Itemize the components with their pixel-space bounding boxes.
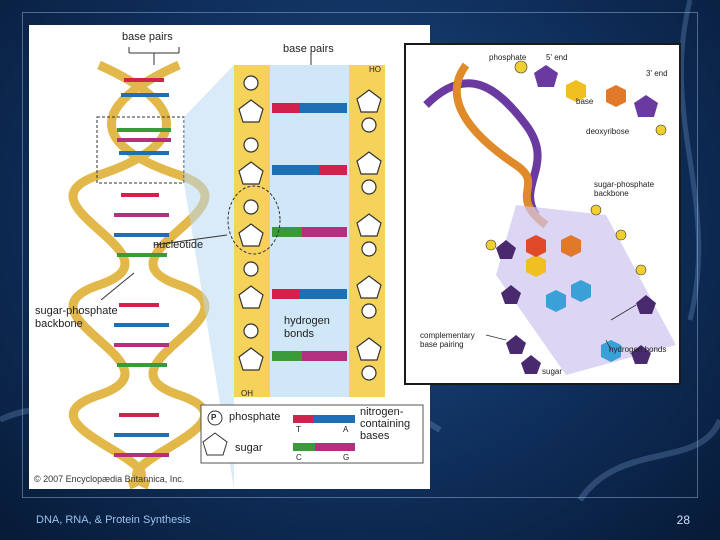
dna-structure-figure: base pairs base pairs nucleotide sugar-p… (29, 25, 430, 490)
legend-a-letter: A (343, 425, 349, 434)
nucleotide-detail (534, 65, 658, 117)
legend-box (200, 404, 424, 464)
legend-c-letter: C (296, 453, 302, 462)
label-ho: HO (369, 65, 381, 74)
copyright-notice: © 2007 Encyclopædia Britannica, Inc. (34, 474, 185, 484)
legend-c-swatch (293, 443, 315, 451)
label-5-end: 5' end (546, 53, 568, 62)
dna-helix-diagram (68, 47, 424, 490)
label-complementary-base-pairing: complementary base pairing (420, 331, 475, 349)
right-pointers (485, 304, 637, 351)
label-base: base (576, 97, 594, 106)
label-phosphate: phosphate (489, 53, 527, 62)
zoom-projection (184, 65, 234, 489)
label-hydrogen-bonds: hydrogen bonds (284, 315, 330, 340)
slide-footer-title: DNA, RNA, & Protein Synthesis (36, 514, 191, 526)
phosphate-sugar-chain (238, 75, 382, 381)
dna-detail-diagram (423, 60, 676, 375)
ladder-base-pairs (272, 103, 347, 361)
legend-sugar-label: sugar (235, 442, 263, 454)
legend-phosphate-icon (207, 410, 223, 426)
phosphate-pentagons (496, 240, 656, 374)
label-pointers (100, 47, 312, 301)
phosphate-dots (485, 60, 667, 276)
label-nucleotide: nucleotide (153, 239, 204, 251)
legend-g-swatch (315, 443, 355, 451)
legend-g-letter: G (343, 453, 350, 462)
double-helix (68, 60, 210, 490)
helix-base-pair-rungs (114, 78, 171, 457)
detail-helix (423, 62, 549, 229)
label-base-pairs-top: base pairs (122, 31, 173, 43)
nucleotide-circle (227, 185, 281, 255)
label-base-pairs-right: base pairs (283, 43, 334, 55)
label-sugar-right: sugar (542, 367, 563, 376)
legend-t-swatch (293, 415, 313, 423)
dna-detail-figure: phosphate 5' end 3' end base deoxyribose… (404, 43, 681, 385)
legend-phosphate-label: phosphate (229, 411, 281, 423)
label-oh: OH (241, 389, 253, 398)
label-hydrogen-bonds-right: hydrogen bonds (609, 345, 667, 354)
slide-frame (22, 12, 698, 498)
label-deoxyribose: deoxyribose (586, 127, 630, 136)
legend-p-letter: P (211, 413, 217, 422)
label-sugar-phosphate-backbone-right: sugar-phosphate backbone (594, 180, 655, 198)
legend-bases-label: nitrogen-containing bases (360, 406, 411, 442)
label-sugar-phosphate-backbone: sugar-phosphate backbone (35, 305, 118, 330)
detail-bases (526, 235, 621, 362)
legend-a-swatch (313, 415, 355, 423)
legend-t-letter: T (296, 425, 301, 434)
legend-sugar-icon (202, 432, 228, 456)
label-3-end: 3' end (646, 69, 668, 78)
slide-page-number: 28 (676, 513, 690, 527)
